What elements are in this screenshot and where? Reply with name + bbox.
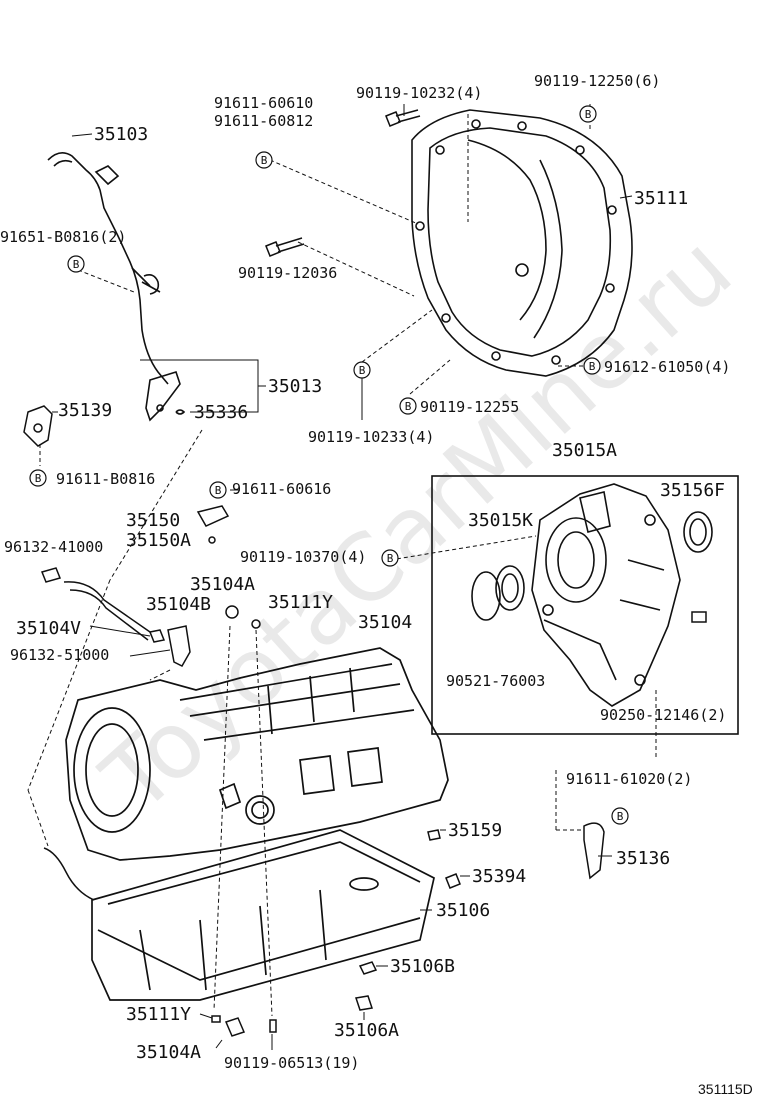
bolt-marker-3: B <box>67 255 85 273</box>
svg-text:B: B <box>73 258 80 271</box>
label-35336: 35336 <box>194 402 248 423</box>
diagram-reference-code: 351115D <box>698 1081 753 1097</box>
bolt-marker-4: B <box>353 361 371 379</box>
bracket-drawing-35139 <box>23 405 53 447</box>
bolt-marker-1: B <box>255 151 273 169</box>
bolt-marker-7: B <box>29 469 47 487</box>
label-35106b: 35106B <box>390 956 455 977</box>
small-parts-drawing <box>40 505 605 1037</box>
label-91651-b0816: 91651-B0816(2) <box>0 228 126 246</box>
label-90119-06513: 90119-06513(19) <box>224 1054 359 1072</box>
label-35111: 35111 <box>634 188 688 209</box>
svg-text:B: B <box>585 108 592 121</box>
part-labels: 35103 91651-B0816(2) 35013 35336 35139 9… <box>0 72 753 1097</box>
label-90119-12250: 90119-12250(6) <box>534 72 660 90</box>
label-90119-10232: 90119-10232(4) <box>356 84 482 102</box>
bolt-marker-2: B <box>579 105 597 123</box>
transmission-case-drawing <box>65 647 449 861</box>
svg-text:B: B <box>405 400 412 413</box>
label-91611-60616: 91611-60616 <box>232 480 331 498</box>
bolt-marker-5: B <box>399 397 417 415</box>
label-35394: 35394 <box>472 866 526 887</box>
svg-text:B: B <box>215 484 222 497</box>
bolt-marker-9: B <box>381 549 399 567</box>
label-35106a: 35106A <box>334 1020 399 1041</box>
svg-text:B: B <box>617 810 624 823</box>
label-35136: 35136 <box>616 848 670 869</box>
bolt-marker-8: B <box>209 481 227 499</box>
label-35104a-top: 35104A <box>190 574 255 595</box>
label-35015a: 35015A <box>552 440 617 461</box>
seal-drawing-35156f <box>683 511 713 553</box>
svg-text:B: B <box>387 552 394 565</box>
bolt-marker-6: B <box>583 357 601 375</box>
label-35104v: 35104V <box>16 618 81 639</box>
label-35111y-bottom: 35111Y <box>126 1004 191 1025</box>
pin-drawing-90250 <box>691 611 707 623</box>
label-90119-10233: 90119-10233(4) <box>308 428 434 446</box>
label-91611-b0816: 91611-B0816 <box>56 470 155 488</box>
label-96132-51000: 96132-51000 <box>10 646 109 664</box>
label-90521-76003: 90521-76003 <box>446 672 545 690</box>
leader-lines <box>27 104 657 1050</box>
label-35139: 35139 <box>58 400 112 421</box>
bolt-drawings-top <box>265 109 421 257</box>
oil-pan-drawing <box>91 829 435 1001</box>
svg-text:B: B <box>261 154 268 167</box>
label-91611-60610: 91611-60610 <box>214 94 313 112</box>
dipstick-tube-drawing <box>47 152 186 422</box>
bell-housing-drawing <box>411 109 633 377</box>
label-35111y-top: 35111Y <box>268 592 333 613</box>
svg-text:B: B <box>589 360 596 373</box>
label-90250-12146: 90250-12146(2) <box>600 706 726 724</box>
label-91612-61050: 91612-61050(4) <box>604 358 730 376</box>
label-35156f: 35156F <box>660 480 725 501</box>
label-35103: 35103 <box>94 124 148 145</box>
label-35015k: 35015K <box>468 510 533 531</box>
bolt-marker-10: B <box>611 807 629 825</box>
label-90119-12036: 90119-12036 <box>238 264 337 282</box>
label-35106: 35106 <box>436 900 490 921</box>
label-35013: 35013 <box>268 376 322 397</box>
label-35150: 35150 <box>126 510 180 531</box>
label-35159: 35159 <box>448 820 502 841</box>
label-35104a-bottom: 35104A <box>136 1042 201 1063</box>
bearing-drawing-35015k <box>471 565 525 621</box>
label-35104: 35104 <box>358 612 412 633</box>
label-90119-10370: 90119-10370(4) <box>240 548 366 566</box>
extension-housing-group-box <box>431 475 739 735</box>
label-90119-12255: 90119-12255 <box>420 398 519 416</box>
extension-housing-drawing <box>531 483 681 707</box>
label-91611-60812: 91611-60812 <box>214 112 313 130</box>
svg-text:B: B <box>359 364 366 377</box>
svg-text:B: B <box>35 472 42 485</box>
label-96132-41000: 96132-41000 <box>4 538 103 556</box>
bolt-markers: B B B B B B B B B B <box>29 105 629 825</box>
label-35150a: 35150A <box>126 530 191 551</box>
label-35104b: 35104B <box>146 594 211 615</box>
label-91611-61020: 91611-61020(2) <box>566 770 692 788</box>
